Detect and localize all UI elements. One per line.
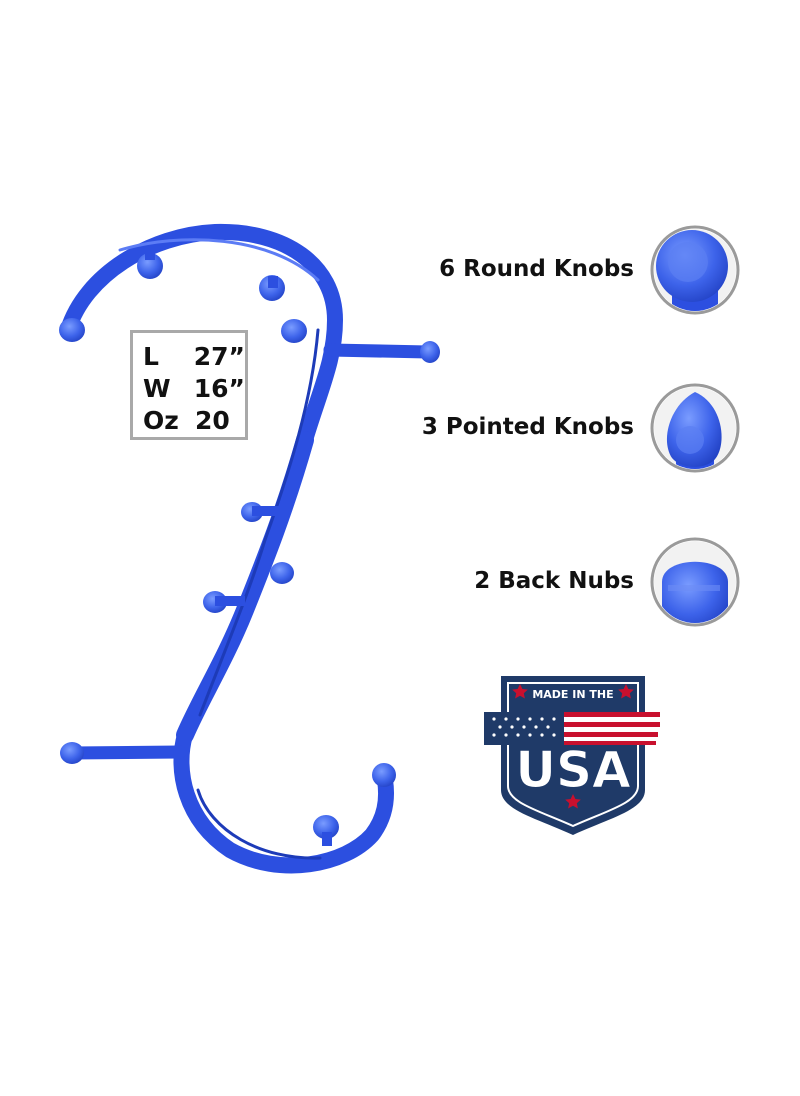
feature-label-pointed-knobs: 3 Pointed Knobs <box>421 414 634 440</box>
dimension-value: 16” <box>193 374 245 403</box>
dimensions-box: L 27” W 16” Oz 20 <box>130 330 248 440</box>
dimension-row: W 16” <box>143 373 245 405</box>
round-knob <box>313 815 339 839</box>
round-knob <box>59 318 85 342</box>
dimension-label: W <box>143 374 171 403</box>
dimension-value: 20 <box>195 406 230 435</box>
round-knob <box>281 319 307 343</box>
hook-body <box>176 431 314 744</box>
back-nub-icon <box>650 537 740 627</box>
hook-top-arc <box>60 223 343 448</box>
pointed-knob-icon <box>650 383 740 473</box>
upper-handle <box>323 343 435 359</box>
dimension-row: L 27” <box>143 341 245 373</box>
dimension-label: Oz <box>143 406 179 435</box>
badge-stars <box>512 684 634 809</box>
pointed-knob <box>270 562 294 584</box>
dimension-value: 27” <box>193 342 245 371</box>
round-knob <box>137 253 163 279</box>
made-in-usa-badge: MADE IN THE USA <box>484 676 660 835</box>
hook-bottom-arc <box>173 727 395 874</box>
massager-hook <box>60 223 435 874</box>
round-knob-icon <box>650 225 740 315</box>
dimension-row: Oz 20 <box>143 405 245 437</box>
flag-ribbon <box>484 712 660 745</box>
round-knob <box>372 763 396 787</box>
massager-knobs <box>59 246 440 846</box>
badge-main-text: USA <box>515 741 631 799</box>
lower-handle <box>65 745 187 760</box>
round-knob <box>60 742 84 764</box>
feature-label-back-nubs: 2 Back Nubs <box>474 568 634 594</box>
round-knob <box>420 341 440 363</box>
badge-top-text: MADE IN THE <box>532 688 613 701</box>
feature-label-round-knobs: 6 Round Knobs <box>439 256 634 282</box>
dimension-label: L <box>143 342 159 371</box>
